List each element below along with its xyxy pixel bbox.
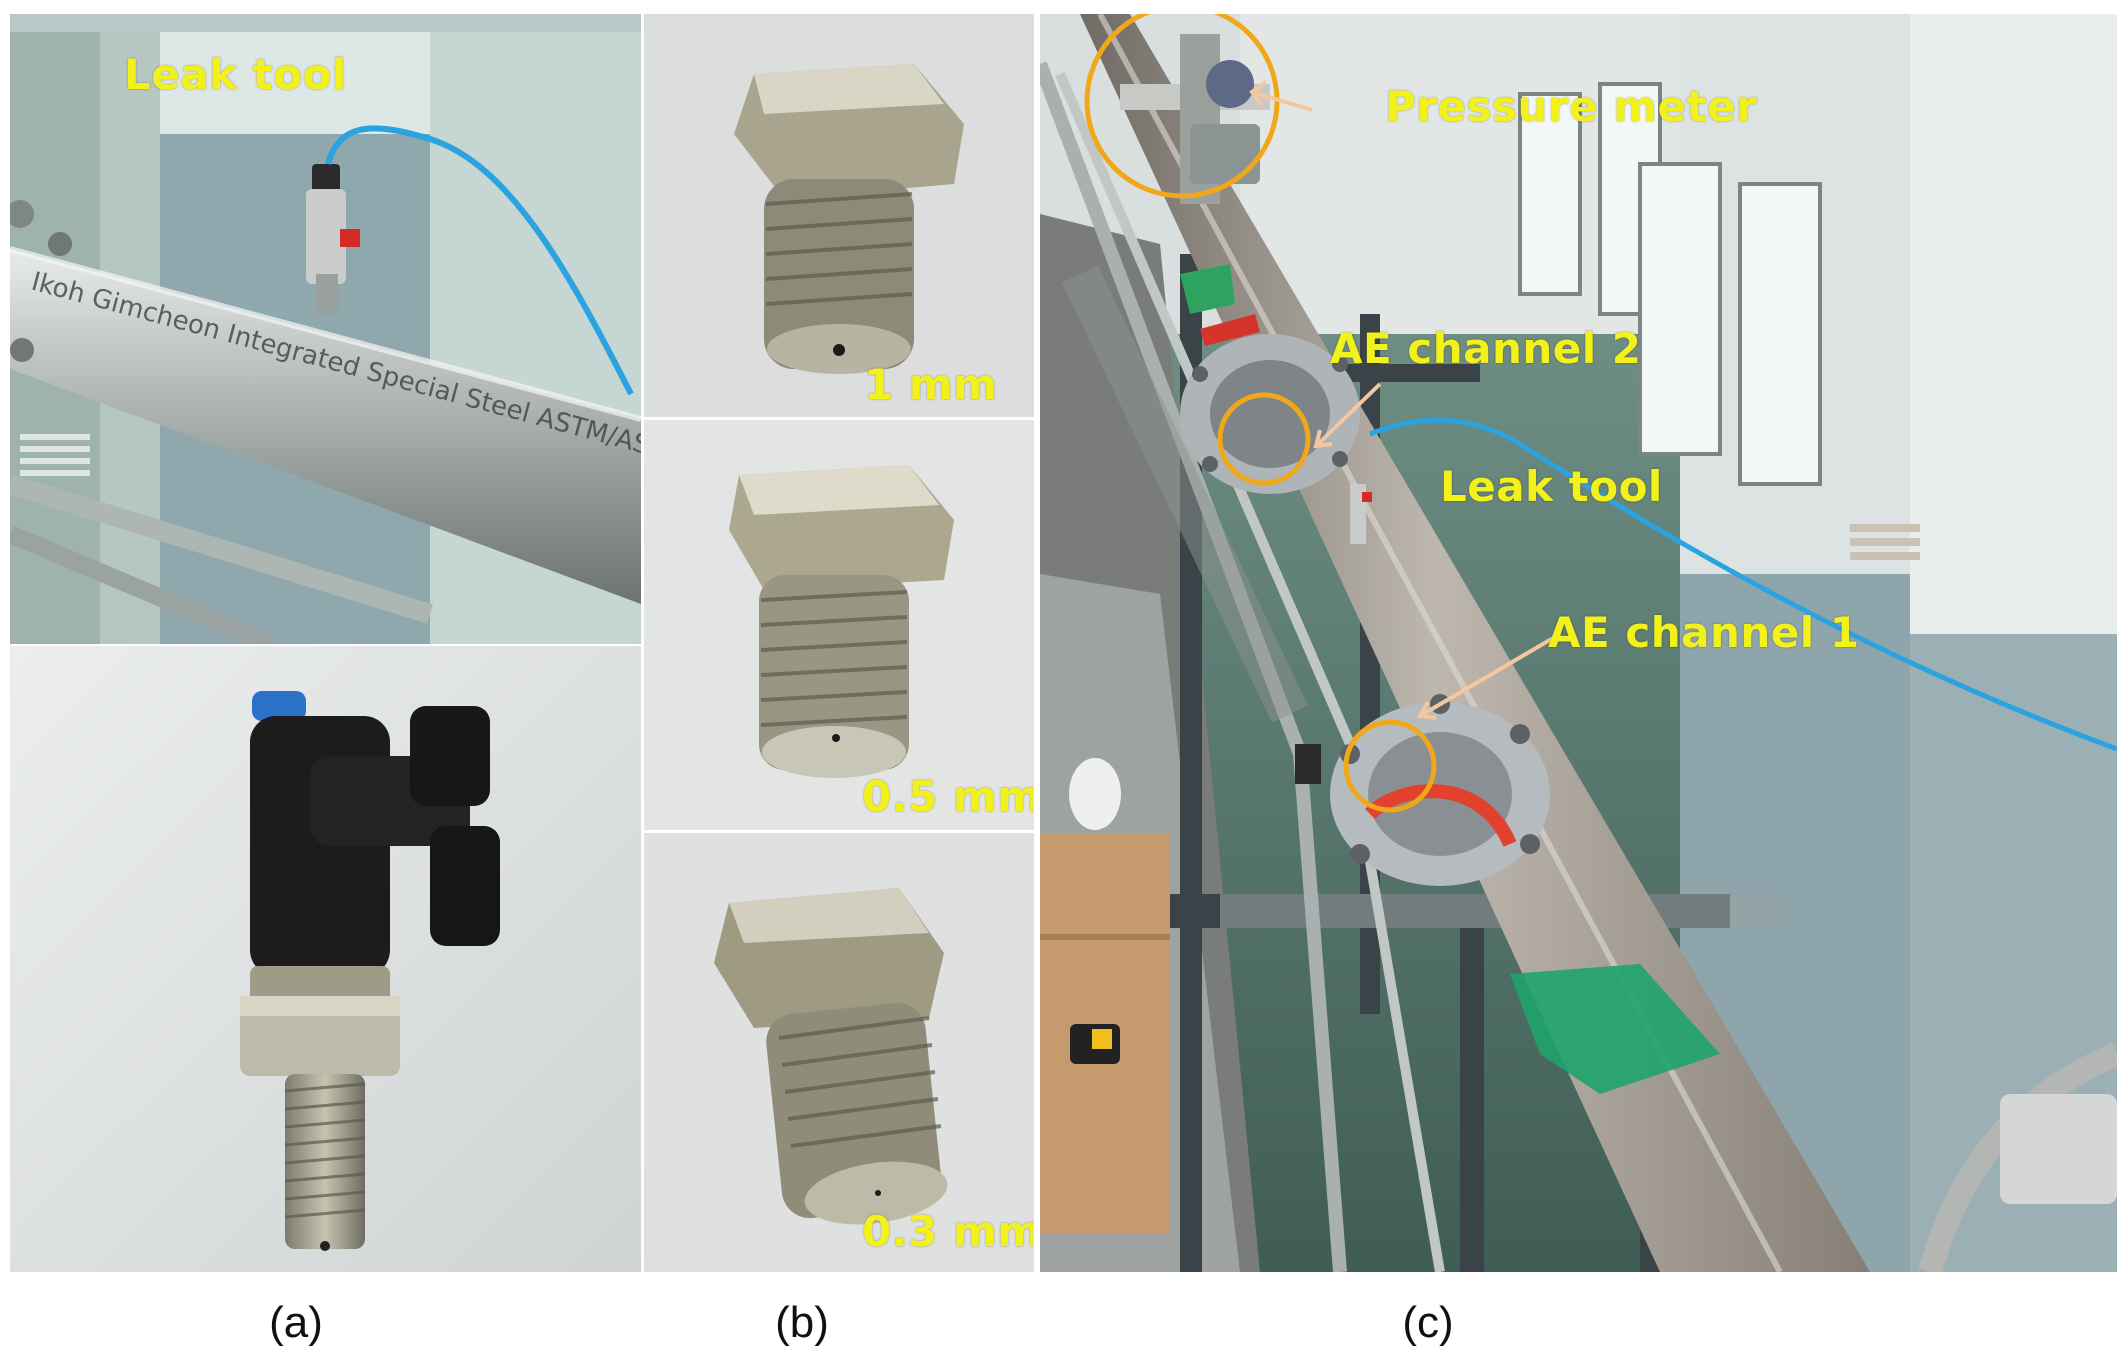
- ae-channel-2-marker: [1217, 392, 1311, 486]
- leak-tool-label-a: Leak tool: [124, 50, 347, 99]
- panel-a-bottom-photo: [10, 646, 641, 1272]
- ae-channel-2-label: AE channel 2: [1330, 324, 1642, 373]
- panel-a-top-scene: Ikoh Gimcheon Integrated Special Steel A…: [10, 14, 641, 644]
- panel-b-photo-1mm: 1 mm: [644, 14, 1034, 417]
- hole-size-05mm-label: 0.5 mm: [862, 772, 1034, 821]
- panel-a-top-photo: Ikoh Gimcheon Integrated Special Steel A…: [10, 14, 641, 644]
- hole-size-03mm-label: 0.3 mm: [862, 1207, 1034, 1256]
- ae-channel-1-label: AE channel 1: [1548, 608, 1860, 657]
- panel-c-photo: Pressure meter AE channel 2 Leak tool AE…: [1040, 14, 2117, 1272]
- bolt-1mm: [644, 14, 1034, 417]
- leak-tool-label-c: Leak tool: [1440, 462, 1663, 511]
- caption-c: (c): [1402, 1298, 1454, 1347]
- ae-channel-1-arrow: [1416, 632, 1562, 720]
- hole-size-1mm-label: 1 mm: [864, 360, 998, 409]
- bolt-03mm: [644, 833, 1034, 1272]
- valve-closeup: [10, 646, 641, 1272]
- caption-b: (b): [775, 1298, 829, 1347]
- panel-b-photo-03mm: 0.3 mm: [644, 833, 1034, 1272]
- caption-a: (a): [269, 1298, 323, 1347]
- pressure-meter-arrow: [1249, 80, 1313, 112]
- bolt-05mm: [644, 420, 1034, 830]
- pipeline-scene: [1040, 14, 2117, 1272]
- pressure-meter-label: Pressure meter: [1385, 82, 1758, 131]
- panel-b-photo-05mm: 0.5 mm: [644, 420, 1034, 830]
- ae-channel-1-marker: [1343, 719, 1437, 813]
- ae-channel-2-arrow: [1313, 382, 1382, 449]
